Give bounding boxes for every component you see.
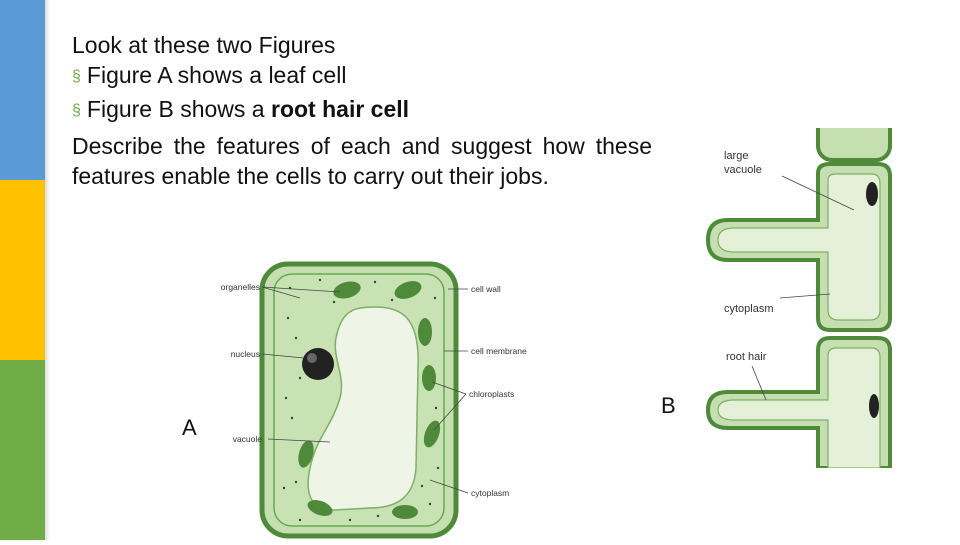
- accent-bar-yellow: [0, 180, 45, 360]
- label-cytoplasm: cytoplasm: [724, 303, 774, 315]
- label-organelles: organelles: [221, 282, 260, 292]
- label-cell-wall: cell wall: [471, 284, 501, 294]
- bullet-icon: §: [72, 68, 81, 85]
- label-cell-membrane: cell membrane: [471, 346, 527, 356]
- label-chloroplasts: chloroplasts: [469, 389, 514, 399]
- label-nucleus: nucleus: [231, 349, 260, 359]
- label-root-hair: root hair: [726, 351, 767, 363]
- bullet-icon: §: [72, 102, 81, 119]
- label-large: large: [724, 150, 748, 162]
- bullet-figure-a-text: Figure A shows a leaf cell: [87, 62, 347, 88]
- figure-b-root-hair-cell: large vacuole cytoplasm root hair: [700, 128, 895, 468]
- figure-a-letter: A: [182, 415, 197, 441]
- accent-bar-blue: [0, 0, 45, 180]
- figure-b-letter: B: [661, 393, 676, 419]
- accent-bar-shadow: [45, 0, 50, 540]
- label-vacuole: vacuole: [233, 434, 263, 444]
- bullet-figure-b: § Figure B shows a root hair cell: [72, 94, 652, 128]
- slide-text: Look at these two Figures § Figure A show…: [72, 30, 652, 191]
- figure-a-leaf-cell: organelles nucleus vacuole cell wall cel…: [200, 258, 560, 540]
- intro-line: Look at these two Figures: [72, 30, 652, 60]
- bullet-figure-b-bold: root hair cell: [271, 96, 409, 122]
- label-cytoplasm: cytoplasm: [471, 488, 509, 498]
- label-vacuole: vacuole: [724, 164, 762, 176]
- bullet-figure-b-text: Figure B shows a: [87, 96, 271, 122]
- accent-bar-green: [0, 360, 45, 540]
- bullet-figure-a: § Figure A shows a leaf cell: [72, 60, 652, 94]
- question-text: Describe the features of each and sugges…: [72, 131, 652, 191]
